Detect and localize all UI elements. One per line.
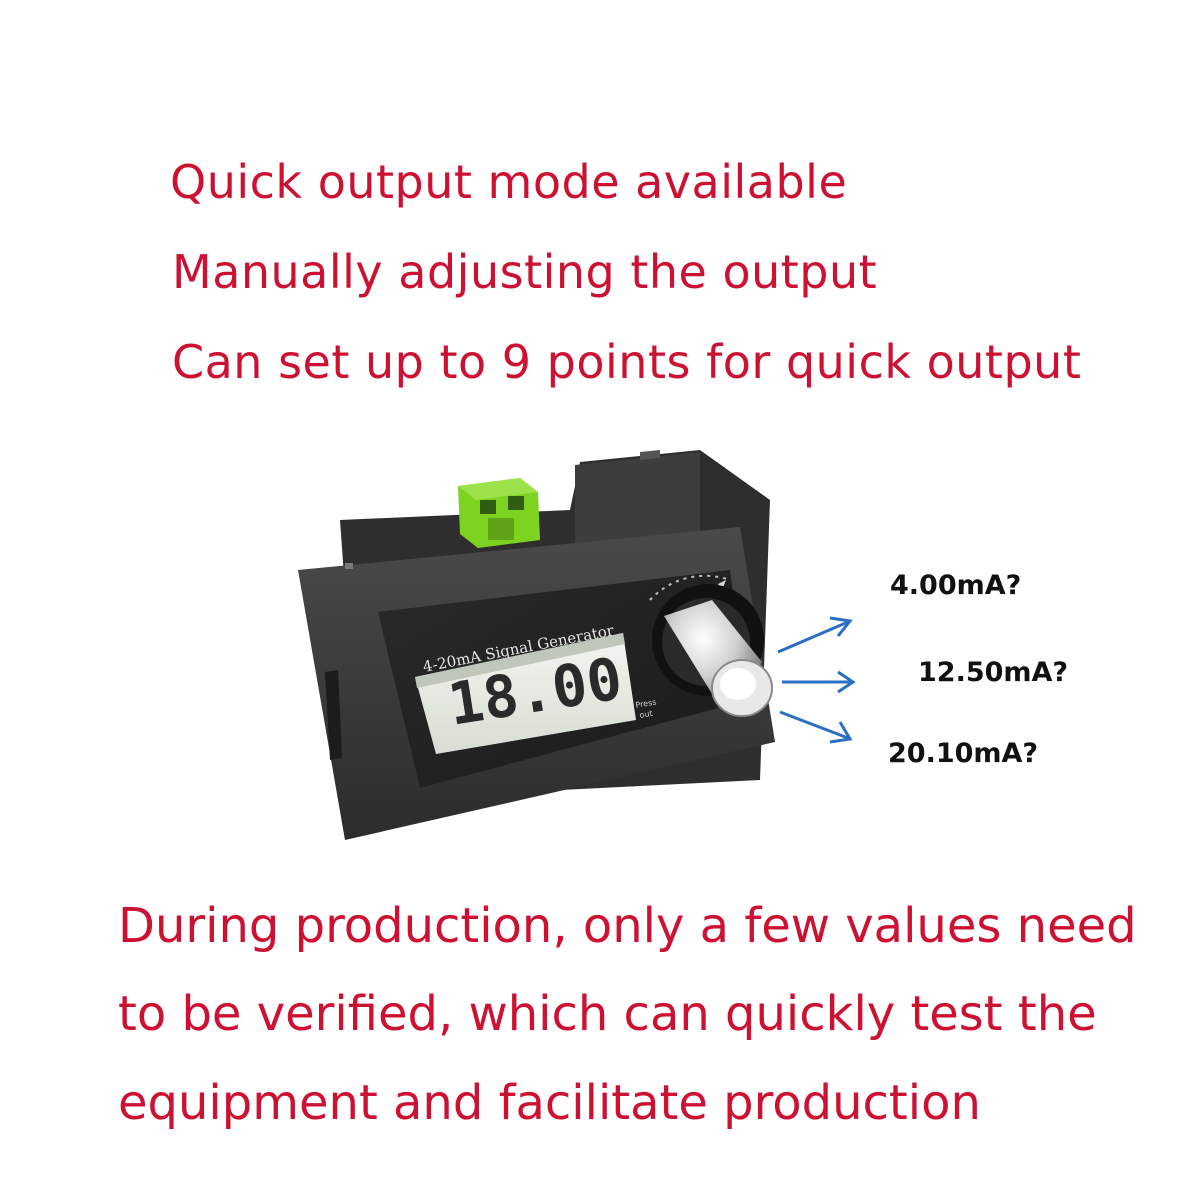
footer-line-3: equipment and facilitate production (118, 1075, 981, 1131)
headline-line-3: Can set up to 9 points for quick output (172, 335, 1082, 389)
button-label-press: Press (635, 697, 657, 710)
arrow-right-icon (837, 670, 856, 694)
output-value-3: 20.10mA? (888, 738, 1039, 769)
adjust-knob[interactable] (652, 584, 773, 717)
footer-line-1: During production, only a few values nee… (118, 898, 1137, 954)
footer-line-2: to be verified, which can quickly test t… (118, 986, 1097, 1042)
headline-line-2: Manually adjusting the output (172, 245, 878, 299)
knob-scale-arrow-icon (718, 580, 726, 590)
output-arrows (777, 616, 856, 744)
output-value-1: 4.00mA? (890, 570, 1022, 601)
terminal-block (458, 478, 540, 548)
output-value-2: 12.50mA? (918, 657, 1069, 688)
arrow-down-right-icon (829, 721, 853, 744)
knob-scale (649, 574, 731, 601)
headline-line-1: Quick output mode available (170, 155, 848, 209)
arrow-up-right-icon (829, 616, 853, 637)
lcd-display: 18.00 (415, 633, 636, 754)
button-label-out: out (639, 709, 653, 720)
